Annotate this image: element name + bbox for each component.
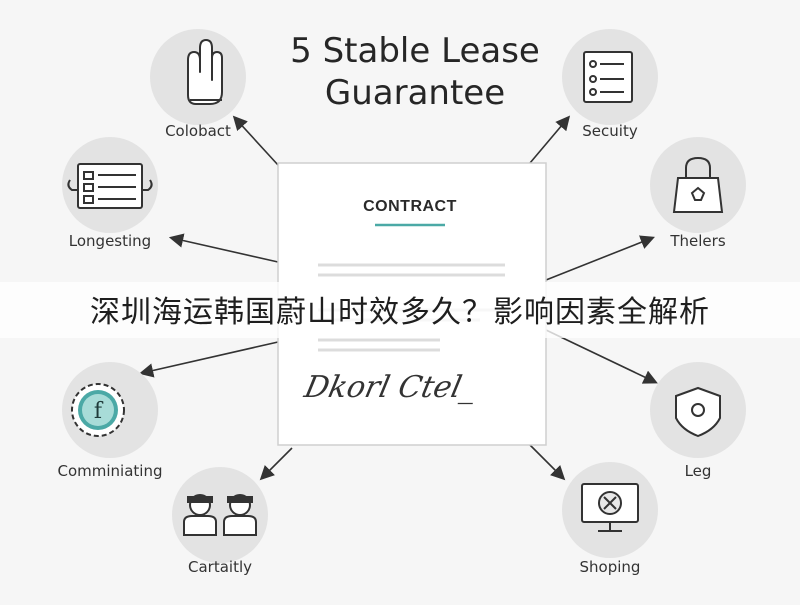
checklist-icon (583, 51, 633, 103)
node-label-cartaitly: Cartaitly (188, 558, 252, 576)
diagram-title: 5 Stable Lease Guarantee (290, 31, 540, 113)
node-label-thelers: Thelers (670, 232, 726, 250)
arrow-to-secuity (529, 115, 571, 164)
monitor-icon (581, 483, 639, 532)
arrow-to-colobact (232, 115, 279, 166)
svg-text:f: f (94, 399, 104, 424)
arrow-to-leg (545, 329, 658, 384)
article-title-banner (0, 282, 800, 338)
node-circle-cartaitly (172, 467, 268, 563)
node-label-comminiating: Comminiating (57, 462, 163, 480)
node-label-longesting: Longesting (68, 232, 152, 250)
arrow-to-comminiating (138, 341, 279, 378)
people-icon (183, 494, 257, 536)
arrow-to-longesting (168, 233, 279, 263)
node-label-leg: Leg (684, 462, 712, 480)
coin-gear-icon: f (71, 383, 125, 437)
arrow-to-thelers (545, 235, 655, 281)
contract-heading: CONTRACT (363, 198, 457, 215)
hand-icon (187, 39, 223, 105)
form-list-icon (67, 163, 153, 209)
node-label-colobact: Colobact (165, 122, 231, 140)
node-label-secuity: Secuity (582, 122, 638, 140)
article-title-text: 深圳海运韩国蔚山时效多久？影响因素全解析 (90, 295, 710, 330)
lock-icon (672, 156, 724, 213)
arrow-to-shoping (529, 444, 566, 481)
contract-signature: Dkorl Ctel_ (301, 370, 480, 405)
arrow-to-cartaitly (259, 447, 293, 481)
shield-icon (675, 386, 721, 438)
node-label-shoping: Shoping (579, 558, 641, 576)
